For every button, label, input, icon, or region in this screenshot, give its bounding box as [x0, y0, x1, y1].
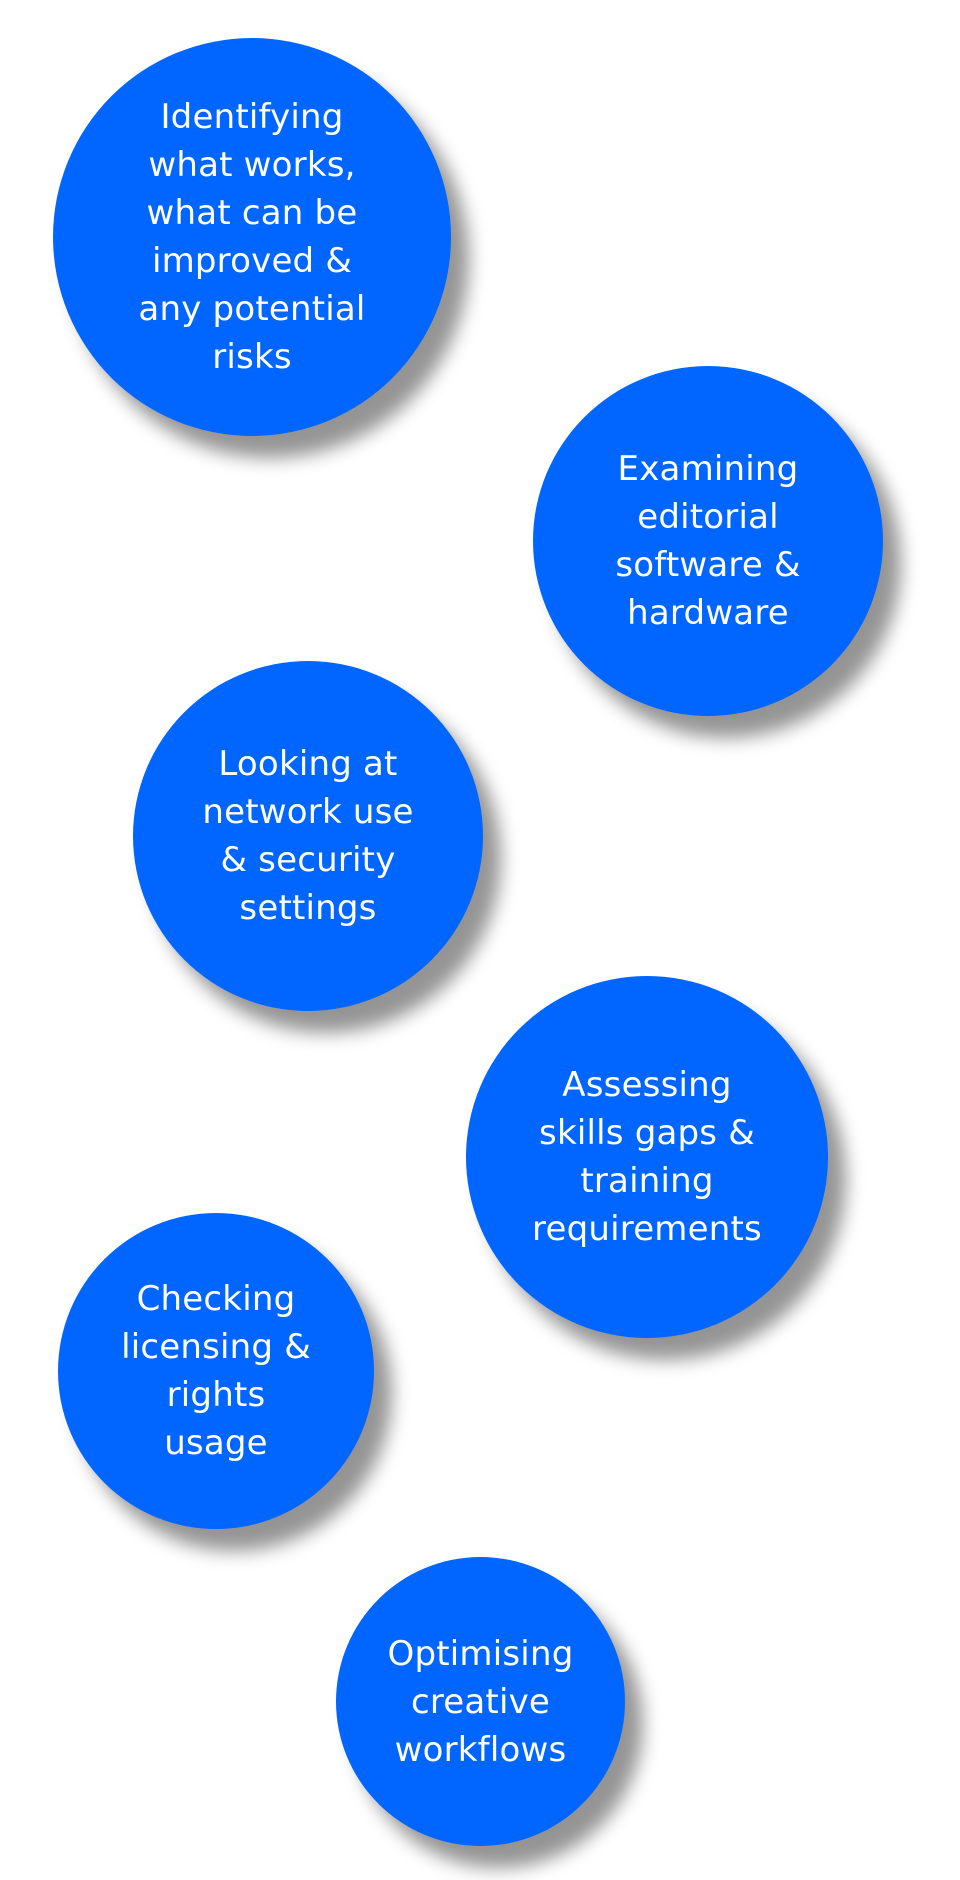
circle-label: Checking licensing & rights usage — [121, 1279, 311, 1463]
circle-software-hardware: Examining editorial software & hardware — [533, 366, 883, 716]
circle-label: Optimising creative workflows — [387, 1633, 574, 1770]
circle-skills-training: Assessing skills gaps & training require… — [466, 976, 828, 1338]
circle-network-security: Looking at network use & security settin… — [133, 661, 483, 1011]
circle-risk-assessment: Identifying what works, what can be impr… — [53, 38, 451, 436]
circle-creative-workflows: Optimising creative workflows — [336, 1557, 625, 1846]
circle-label: Identifying what works, what can be impr… — [138, 97, 366, 377]
circle-licensing-rights: Checking licensing & rights usage — [58, 1213, 374, 1529]
circle-label: Examining editorial software & hardware — [615, 449, 801, 633]
circle-label: Looking at network use & security settin… — [202, 744, 414, 928]
circle-label: Assessing skills gaps & training require… — [532, 1065, 762, 1249]
